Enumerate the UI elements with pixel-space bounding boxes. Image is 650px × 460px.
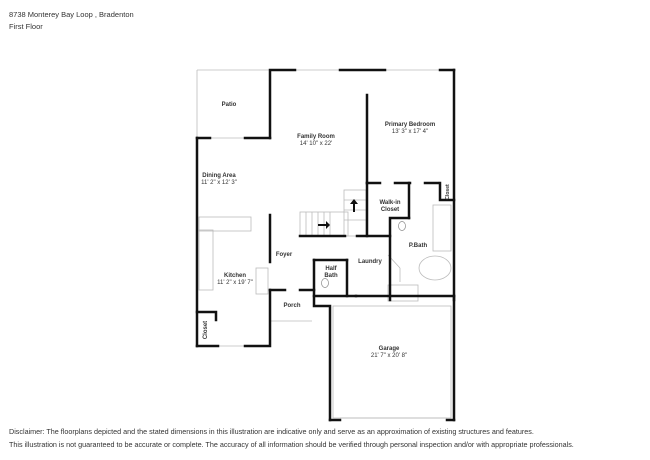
room-label-kitchen-closet: Closet xyxy=(203,321,209,339)
room-label-porch: Porch xyxy=(283,303,300,309)
disclaimer-line-1: Disclaimer: The floorplans depicted and … xyxy=(9,427,534,436)
room-dims-garage: 21' 7" x 20' 8" xyxy=(371,353,407,359)
room-dims-primary-bedroom: 13' 3" x 17' 4" xyxy=(392,129,428,135)
room-dims-family-room: 14' 10" x 22' xyxy=(300,141,332,147)
room-label-patio: Patio xyxy=(222,102,237,108)
room-label-bath-closet: Closet xyxy=(445,184,451,200)
room-label-kitchen: Kitchen xyxy=(224,273,246,279)
walls xyxy=(195,68,456,422)
thin-lines xyxy=(196,69,452,419)
room-label-bath: Bath xyxy=(324,273,338,279)
room-label-family-room: Family Room xyxy=(297,134,335,140)
room-label-laundry: Laundry xyxy=(358,259,382,265)
toilet-icon xyxy=(321,278,329,288)
arrow-up-icon xyxy=(350,199,358,212)
room-label-dining-area: Dining Area xyxy=(202,173,236,179)
arrow-right-icon xyxy=(318,221,330,229)
address-title: 8738 Monterey Bay Loop , Bradenton xyxy=(9,10,134,19)
room-dims-kitchen: 11' 2" x 19' 7" xyxy=(217,280,253,286)
room-label-walk-in: Walk-in xyxy=(379,200,400,206)
disclaimer-line-2: This illustration is not guaranteed to b… xyxy=(9,440,574,449)
room-label-half: Half xyxy=(325,266,337,272)
room-dims-dining-area: 11' 2" x 12' 3" xyxy=(201,180,237,186)
stair-arrow-icons xyxy=(318,199,358,229)
floor-label: First Floor xyxy=(9,22,43,31)
room-label-foyer: Foyer xyxy=(276,252,293,258)
room-label-closet: Closet xyxy=(381,207,399,213)
toilet-icon xyxy=(398,221,406,231)
room-label-primary-bedroom: Primary Bedroom xyxy=(385,122,435,128)
room-label-garage: Garage xyxy=(379,346,400,352)
room-label-p-bath: P.Bath xyxy=(409,243,428,249)
